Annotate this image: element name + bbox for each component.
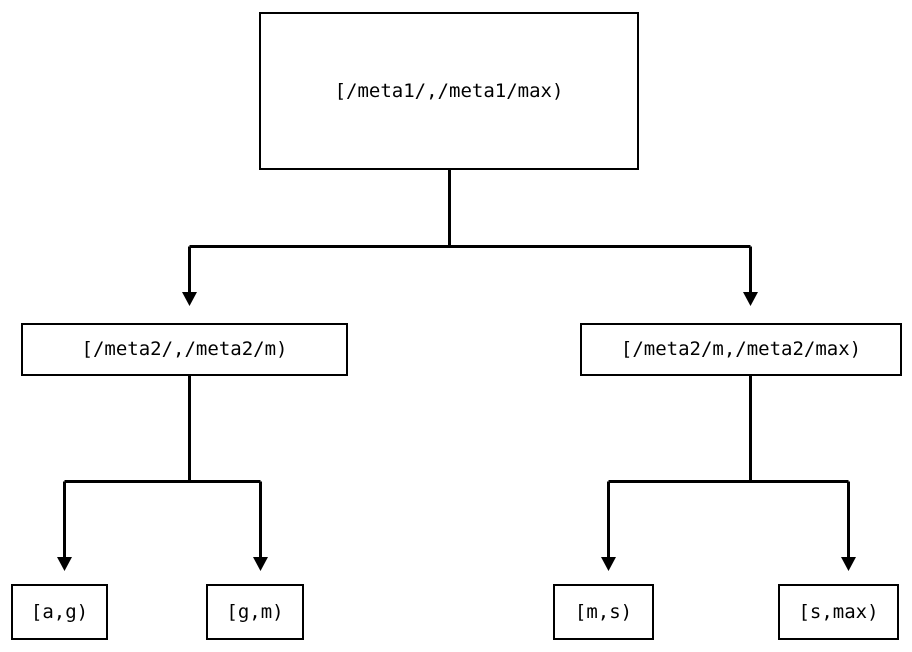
node-leaf-m-s-label: [m,s) xyxy=(574,600,633,623)
node-leaf-g-m[interactable]: [g,m) xyxy=(206,584,304,640)
node-mid-left[interactable]: [/meta2/,/meta2/m) xyxy=(21,323,348,376)
node-leaf-s-max[interactable]: [s,max) xyxy=(778,584,899,640)
node-mid-right[interactable]: [/meta2/m,/meta2/max) xyxy=(580,323,902,376)
node-root-label: [/meta1/,/meta1/max) xyxy=(334,79,564,102)
arrowhead-to-leaf-g-m xyxy=(253,557,268,571)
node-leaf-m-s[interactable]: [m,s) xyxy=(553,584,654,640)
node-root[interactable]: [/meta1/,/meta1/max) xyxy=(259,12,639,170)
node-leaf-g-m-label: [g,m) xyxy=(226,600,284,623)
node-leaf-a-g[interactable]: [a,g) xyxy=(11,584,108,640)
node-mid-left-label: [/meta2/,/meta2/m) xyxy=(81,338,288,360)
node-leaf-s-max-label: [s,max) xyxy=(798,600,879,623)
arrowhead-to-leaf-m-s xyxy=(601,557,616,571)
node-leaf-a-g-label: [a,g) xyxy=(30,600,89,623)
arrowhead-to-leaf-a-g xyxy=(57,557,72,571)
node-mid-right-label: [/meta2/m,/meta2/max) xyxy=(620,338,862,360)
arrowhead-to-mid-left xyxy=(182,292,197,306)
arrowhead-to-mid-right xyxy=(743,292,758,306)
arrowhead-to-leaf-s-max xyxy=(841,557,856,571)
